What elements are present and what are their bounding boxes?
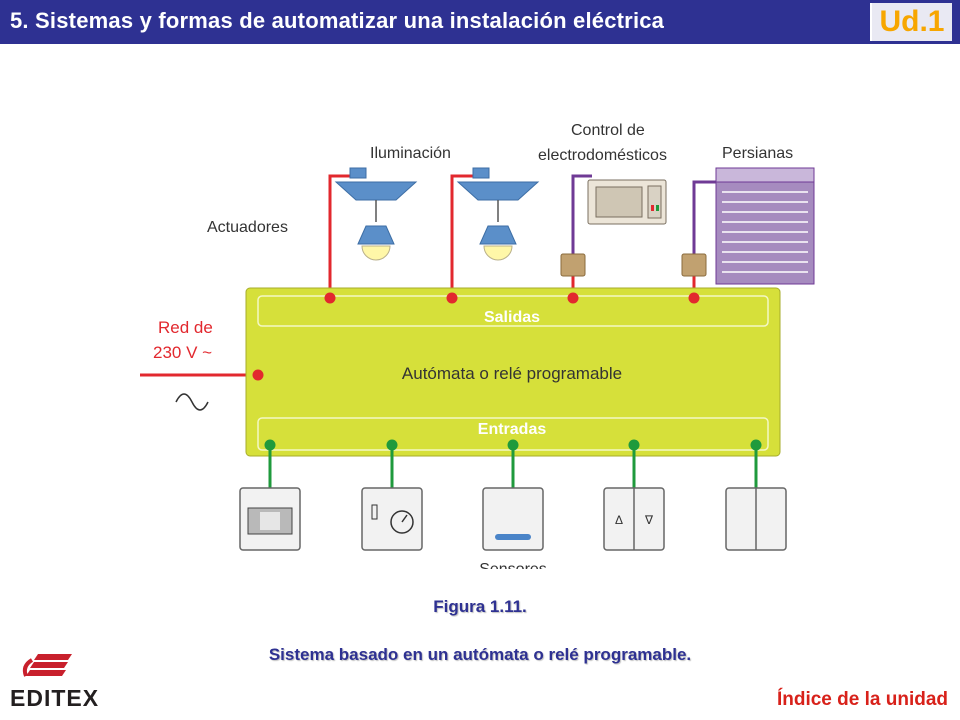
lamp-wire-2: [450, 174, 473, 298]
relay-module: [681, 253, 707, 277]
label-red-2: 230 V ~: [153, 343, 212, 362]
input-terminal: [628, 439, 640, 451]
output-terminal: [567, 292, 579, 304]
relay-module: [560, 253, 586, 277]
label-control-1: Control de: [571, 122, 645, 139]
blind-icon: [715, 167, 815, 285]
header-bar: 5. Sistemas y formas de automatizar una …: [0, 0, 960, 44]
logo-text: EDITEX: [10, 685, 99, 710]
power-terminal: [252, 369, 264, 381]
lamp-icon: [456, 167, 540, 261]
outputs-zone: [257, 295, 769, 327]
figure-caption: Sistema basado en un autómata o relé pro…: [268, 645, 692, 664]
blind-wire: [692, 180, 718, 256]
label-iluminacion: Iluminación: [370, 145, 451, 162]
slide-title: 5. Sistemas y formas de automatizar una …: [10, 8, 665, 33]
books-icon: [22, 654, 72, 677]
appliance-wire: [571, 174, 592, 256]
up-down-switch-icon: Δ ∇: [603, 487, 665, 551]
microwave-icon: [587, 179, 667, 225]
label-salidas: Salidas: [484, 309, 540, 326]
input-terminal: [507, 439, 519, 451]
label-sensores: Sensores: [479, 561, 547, 570]
input-terminal: [264, 439, 276, 451]
svg-text:Δ: Δ: [615, 513, 623, 527]
label-persianas: Persianas: [722, 145, 793, 162]
label-actuadores: Actuadores: [207, 219, 288, 236]
lamp-icon: [334, 167, 418, 261]
label-automata: Autómata o relé programable: [402, 364, 622, 383]
figure-number: Figura 1.11.: [433, 597, 527, 616]
output-terminal: [446, 292, 458, 304]
timer-switch-icon: [361, 487, 423, 551]
unit-badge: Ud.1: [870, 3, 952, 41]
sine-wave-icon: [175, 393, 209, 411]
automation-diagram: Iluminación Control de electrodomésticos…: [140, 122, 815, 570]
input-terminal: [750, 439, 762, 451]
unit-index-link[interactable]: Índice de la unidad: [776, 689, 948, 710]
output-terminal: [688, 292, 700, 304]
push-button-icon: [482, 487, 544, 551]
double-switch-icon: [725, 487, 787, 551]
lamp-wire-1: [328, 174, 350, 298]
output-terminal: [324, 292, 336, 304]
svg-text:∇: ∇: [644, 513, 654, 527]
editex-logo: EDITEX: [10, 648, 110, 715]
motion-sensor-icon: [239, 487, 301, 551]
label-entradas: Entradas: [478, 421, 547, 438]
label-control-2: electrodomésticos: [538, 147, 667, 164]
label-red-1: Red de: [158, 318, 213, 337]
input-terminal: [386, 439, 398, 451]
